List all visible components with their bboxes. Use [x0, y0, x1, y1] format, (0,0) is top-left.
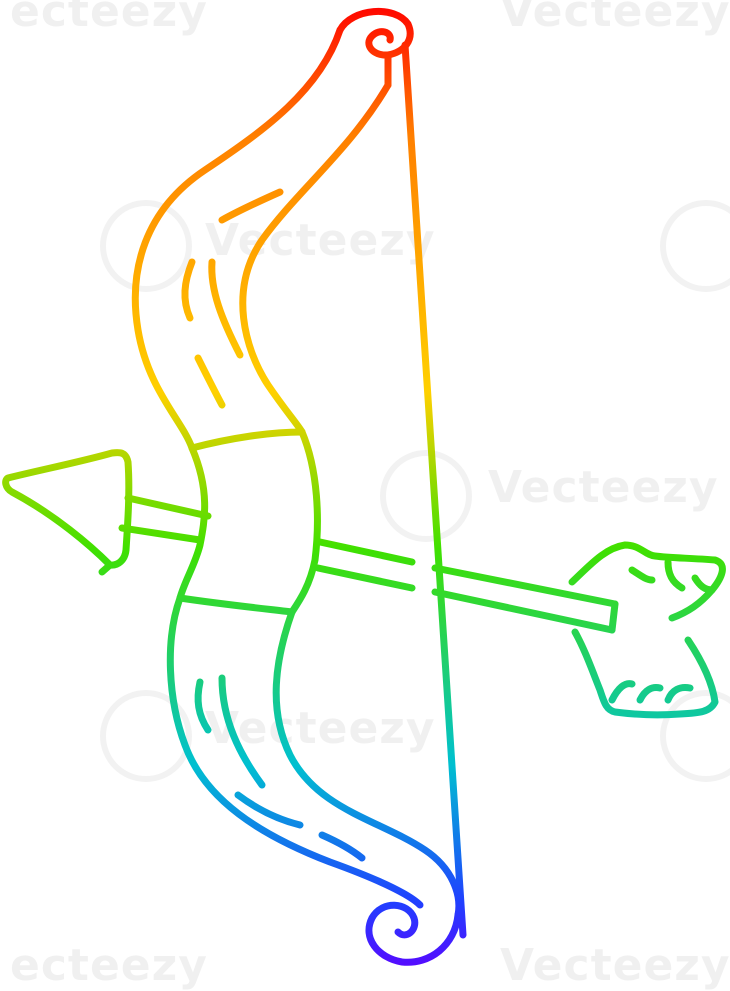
watermark-text: Vecteezy: [500, 0, 730, 37]
watermark-text: Vecteezy: [488, 462, 719, 513]
watermark-text: ecteezy: [10, 0, 208, 37]
bow-top-tip: [336, 8, 414, 59]
bow-upper-limb-outer: [131, 26, 344, 452]
bow-upper-limb-inner: [239, 81, 392, 436]
bow-bottom-curl: [365, 901, 462, 966]
bow-grip-right: [288, 428, 321, 616]
bow-upper-hatch-2: [181, 258, 196, 322]
bow-lower-hatch-1: [194, 678, 212, 734]
arrow-shaft-end: [608, 600, 619, 634]
bow-lower-hatch-2: [218, 674, 266, 789]
arrow-fletching-upper-notch-3: [691, 574, 716, 594]
bow-upper-hatch-1: [218, 188, 284, 224]
bow-lower-limb-inner: [272, 608, 463, 919]
bow-grip-top: [188, 428, 306, 452]
bow-upper-hatch-3: [208, 258, 244, 359]
arrow-fletching-lower: [571, 628, 719, 719]
bow-string: [401, 41, 467, 939]
bow-upper-hatch-4: [194, 354, 226, 409]
watermark-logo-icon: [660, 200, 730, 292]
watermark-logo-icon: [100, 690, 192, 782]
arrow-shaft-upper-mid: [316, 538, 416, 566]
watermark-logo-icon: [100, 200, 192, 292]
arrow-fletching-lower-notch-1: [608, 680, 636, 704]
bow-lower-limb-outer: [166, 594, 424, 909]
watermark-text: Vecteezy: [205, 215, 436, 266]
arrow-shaft-lower-right: [431, 588, 616, 634]
arrow-shaft-upper: [124, 494, 212, 520]
watermark-logo-icon: [660, 690, 730, 782]
bow-grip-left: [176, 444, 209, 602]
arrow-shaft-upper-right: [431, 564, 619, 608]
watermark-text: Vecteezy: [205, 703, 436, 754]
bow-lower-hatch-4: [318, 831, 366, 862]
arrow-fletching-lower-notch-3: [664, 684, 694, 704]
watermark-logo-icon: [380, 450, 472, 542]
arrowhead-tip-spike: [98, 561, 114, 576]
arrow-fletching-upper-notch-1: [628, 566, 656, 584]
bow-grip-bottom: [176, 594, 296, 616]
bow-lower-hatch-3: [234, 791, 304, 829]
arrow-shaft-lower-mid: [314, 564, 416, 592]
arrow-shaft-lower: [118, 524, 204, 544]
arrow-fletching-upper-notch-2: [664, 558, 686, 592]
arrowhead: [2, 449, 133, 569]
arrow-fletching-lower-notch-2: [636, 684, 664, 704]
